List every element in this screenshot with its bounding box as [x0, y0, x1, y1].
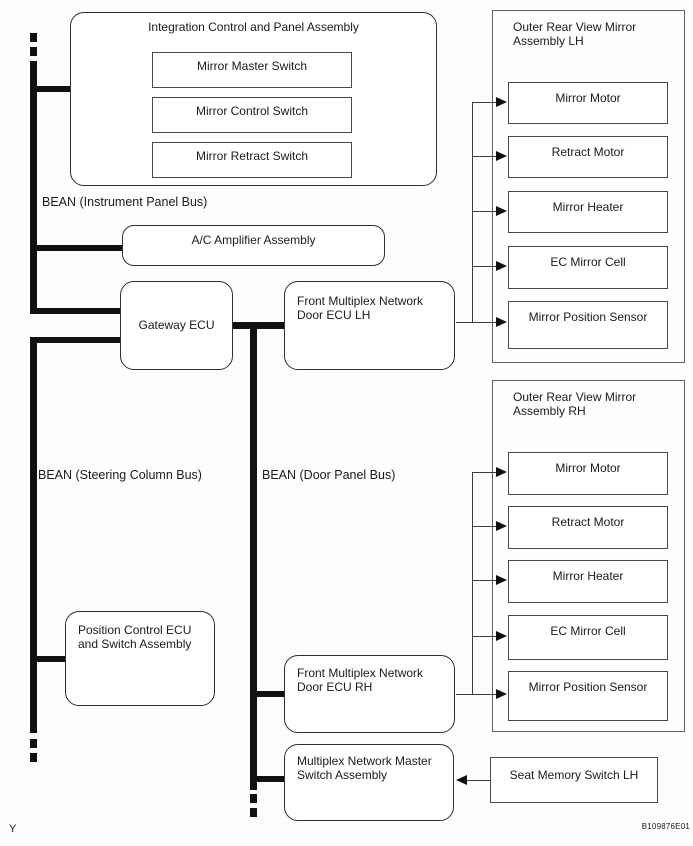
arrowhead-right-icon — [496, 97, 507, 107]
mirror-lh-branch-line — [472, 102, 473, 323]
arrowhead-right-icon — [496, 689, 507, 699]
bus-continuation-dash — [30, 33, 37, 42]
position-control-ecu-label: Position Control ECU and Switch Assembly — [78, 623, 192, 651]
mirror-heater-lh-box: Mirror Heater — [508, 191, 668, 233]
bus-branch-to-gateway-upper — [36, 308, 120, 314]
footer-section-mark: Y — [9, 823, 17, 835]
outer-mirror-rh-title: Outer Rear View Mirror Assembly RH — [513, 390, 637, 418]
bus-branch-to-gateway-lower — [36, 337, 120, 343]
bus-continuation-dash — [30, 753, 37, 762]
arrowhead-right-icon — [496, 206, 507, 216]
bus-gateway-to-door-ecu-lh — [233, 322, 284, 329]
steering-column-bus-label: BEAN (Steering Column Bus) — [38, 468, 202, 482]
mirror-rh-stub-line — [473, 636, 496, 637]
bus-branch-to-master-switch — [257, 776, 284, 782]
mirror-control-switch-box: Mirror Control Switch — [152, 97, 352, 133]
arrowhead-right-icon — [496, 261, 507, 271]
mirror-lh-stub-line — [473, 156, 496, 157]
ec-mirror-cell-lh-box: EC Mirror Cell — [508, 246, 668, 289]
door-ecu-lh-to-mirror-line — [456, 322, 496, 323]
mirror-heater-rh-box: Mirror Heater — [508, 560, 668, 603]
figure-code: B109876E01 — [641, 822, 690, 831]
ec-mirror-cell-rh-box: EC Mirror Cell — [508, 615, 668, 660]
seat-memory-switch-lh-box: Seat Memory Switch LH — [490, 757, 658, 803]
arrowhead-left-icon — [456, 775, 467, 785]
bus-continuation-dash — [250, 794, 257, 803]
arrowhead-right-icon — [496, 521, 507, 531]
front-multiplex-door-ecu-rh: Front Multiplex Network Door ECU RH — [284, 655, 455, 733]
bus-branch-to-door-ecu-rh — [257, 691, 284, 697]
front-multiplex-door-ecu-rh-label: Front Multiplex Network Door ECU RH — [297, 666, 424, 694]
bus-continuation-dash — [250, 808, 257, 817]
retract-motor-lh-box: Retract Motor — [508, 136, 668, 178]
bus-branch-to-ac-amplifier — [36, 245, 122, 251]
mirror-position-sensor-rh-box: Mirror Position Sensor — [508, 671, 668, 721]
door-panel-bus-line — [250, 325, 257, 790]
instrument-panel-bus-line — [30, 61, 37, 314]
bus-continuation-dash — [30, 739, 37, 748]
gateway-ecu: Gateway ECU — [120, 281, 233, 370]
steering-column-bus-line — [30, 337, 37, 733]
position-control-ecu-switch-assembly: Position Control ECU and Switch Assembly — [65, 611, 215, 706]
mirror-master-switch-box: Mirror Master Switch — [152, 52, 352, 88]
front-multiplex-door-ecu-lh: Front Multiplex Network Door ECU LH — [284, 281, 455, 370]
mirror-lh-stub-line — [473, 266, 496, 267]
outer-rear-view-mirror-assembly-rh: Outer Rear View Mirror Assembly RH Mirro… — [492, 380, 685, 732]
mirror-rh-stub-line — [473, 580, 496, 581]
arrowhead-right-icon — [496, 575, 507, 585]
seat-memory-to-master-line — [467, 780, 490, 781]
multiplex-master-switch-label: Multiplex Network Master Switch Assembly — [297, 754, 432, 782]
mirror-lh-stub-line — [473, 211, 496, 212]
instrument-panel-bus-label: BEAN (Instrument Panel Bus) — [42, 195, 208, 209]
arrowhead-right-icon — [496, 151, 507, 161]
mirror-rh-stub-line — [473, 472, 496, 473]
integration-assembly-title: Integration Control and Panel Assembly — [148, 20, 359, 34]
bus-branch-to-integration — [36, 86, 70, 92]
door-ecu-rh-to-mirror-line — [456, 694, 496, 695]
mirror-motor-lh-box: Mirror Motor — [508, 82, 668, 124]
mirror-rh-stub-line — [473, 526, 496, 527]
outer-mirror-lh-title: Outer Rear View Mirror Assembly LH — [513, 20, 637, 48]
mirror-retract-switch-box: Mirror Retract Switch — [152, 142, 352, 178]
mirror-rh-branch-line — [472, 472, 473, 694]
retract-motor-rh-box: Retract Motor — [508, 506, 668, 549]
mirror-position-sensor-lh-box: Mirror Position Sensor — [508, 301, 668, 349]
bus-continuation-dash — [30, 47, 37, 56]
multiplex-network-master-switch-assembly: Multiplex Network Master Switch Assembly — [284, 744, 454, 821]
arrowhead-right-icon — [496, 317, 507, 327]
ac-amplifier-assembly: A/C Amplifier Assembly — [122, 225, 385, 266]
mirror-motor-rh-box: Mirror Motor — [508, 452, 668, 495]
front-multiplex-door-ecu-lh-label: Front Multiplex Network Door ECU LH — [297, 294, 424, 322]
door-panel-bus-label: BEAN (Door Panel Bus) — [262, 468, 396, 482]
outer-rear-view-mirror-assembly-lh: Outer Rear View Mirror Assembly LH Mirro… — [492, 10, 685, 363]
arrowhead-right-icon — [496, 467, 507, 477]
bus-branch-to-position-control — [36, 656, 65, 662]
arrowhead-right-icon — [496, 631, 507, 641]
mirror-lh-stub-line — [473, 102, 496, 103]
